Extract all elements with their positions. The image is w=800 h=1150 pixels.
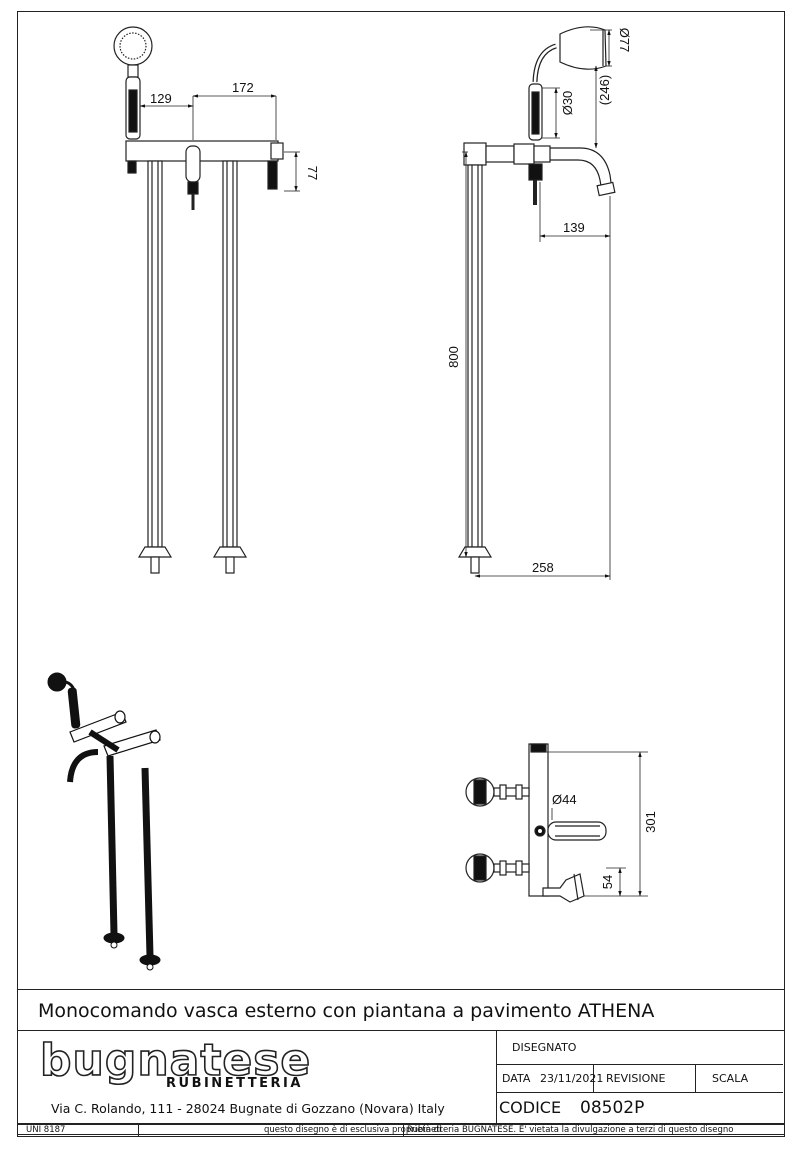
crossbar-iso [69, 711, 127, 743]
title-block: bugnatese RUBINETTERIA Via C. Rolando, 1… [17, 1031, 785, 1124]
floor-pillar-left [147, 160, 163, 548]
dim-side-246: (246) [597, 75, 612, 105]
spout-side [550, 147, 613, 191]
front-view-dimensions: 129 172 77 [139, 80, 320, 192]
footer-notice-left: questo disegno è di esclusiva proprietà … [264, 1125, 442, 1135]
floor-pillar-side [467, 164, 483, 548]
pillar-iso-right [141, 767, 154, 957]
scala-cell: SCALA [696, 1065, 783, 1093]
side-view [457, 26, 616, 574]
disegnato-label: DISEGNATO [512, 1041, 577, 1054]
company-subtitle: RUBINETTERIA [166, 1076, 303, 1091]
revisione-cell: REVISIONE [594, 1065, 696, 1093]
company-address: Via C. Rolando, 111 - 28024 Bugnate di G… [51, 1101, 445, 1116]
shower-head-iso [47, 672, 67, 692]
dim-top-301: 301 [643, 811, 658, 833]
footer-standard: UNI 8187 [26, 1125, 66, 1135]
pillar-base-side [457, 546, 493, 558]
company-logo-box: bugnatese RUBINETTERIA Via C. Rolando, 1… [18, 1031, 497, 1124]
shower-head-holes [119, 32, 147, 60]
dim-top-d44: Ø44 [552, 792, 577, 807]
disegnato-cell: DISEGNATO [496, 1031, 783, 1065]
dim-side-258: 258 [532, 560, 554, 575]
codice-cell: CODICE 08502P [496, 1093, 783, 1124]
dim-top-54: 54 [600, 875, 615, 889]
floor-pillar-right [222, 160, 238, 548]
dim-front-129: 129 [150, 91, 172, 106]
codice-value: 08502P [580, 1098, 645, 1118]
data-label: DATA [502, 1072, 531, 1085]
front-view [113, 26, 284, 574]
side-view-dimensions: Ø77 Ø30 (246) 139 800 258 [446, 28, 632, 580]
spout-iso [67, 749, 99, 783]
data-cell: DATA 23/11/2021 [496, 1065, 603, 1093]
footer-row: UNI 8187 questo disegno è di esclusiva p… [17, 1124, 785, 1137]
drawing-sheet-border [17, 11, 785, 1135]
shower-head-side [559, 26, 607, 70]
codice-label: CODICE [499, 1098, 562, 1117]
mixer-body-side [463, 142, 487, 166]
dim-side-800: 800 [446, 346, 461, 368]
dim-side-d77: Ø77 [617, 28, 632, 53]
title-row: Monocomando vasca esterno con piantana a… [17, 989, 785, 1031]
mixer-body [125, 140, 279, 162]
top-view [465, 743, 607, 903]
pillar-base-left [137, 546, 173, 558]
company-logo: bugnatese [39, 1034, 312, 1087]
dim-front-172: 172 [232, 80, 254, 95]
dim-side-139: 139 [563, 220, 585, 235]
scala-label: SCALA [712, 1072, 749, 1085]
spout-top [547, 821, 607, 841]
dim-side-d30: Ø30 [560, 91, 575, 116]
pillar-iso-left [106, 755, 118, 935]
isometric-view [47, 672, 161, 971]
spout-front [185, 145, 201, 183]
footer-notice-right: Rubinetteria BUGNATESE. E' vietata la di… [407, 1125, 734, 1135]
data-value: 23/11/2021 [540, 1072, 604, 1085]
product-title: Monocomando vasca esterno con piantana a… [38, 1000, 655, 1022]
revisione-label: REVISIONE [606, 1072, 666, 1085]
body-top [528, 743, 549, 897]
technical-drawing: 129 172 77 [47, 26, 658, 971]
dim-front-77: 77 [305, 166, 320, 180]
pillar-base-right [212, 546, 248, 558]
top-view-dimensions: Ø44 301 54 [540, 751, 658, 897]
